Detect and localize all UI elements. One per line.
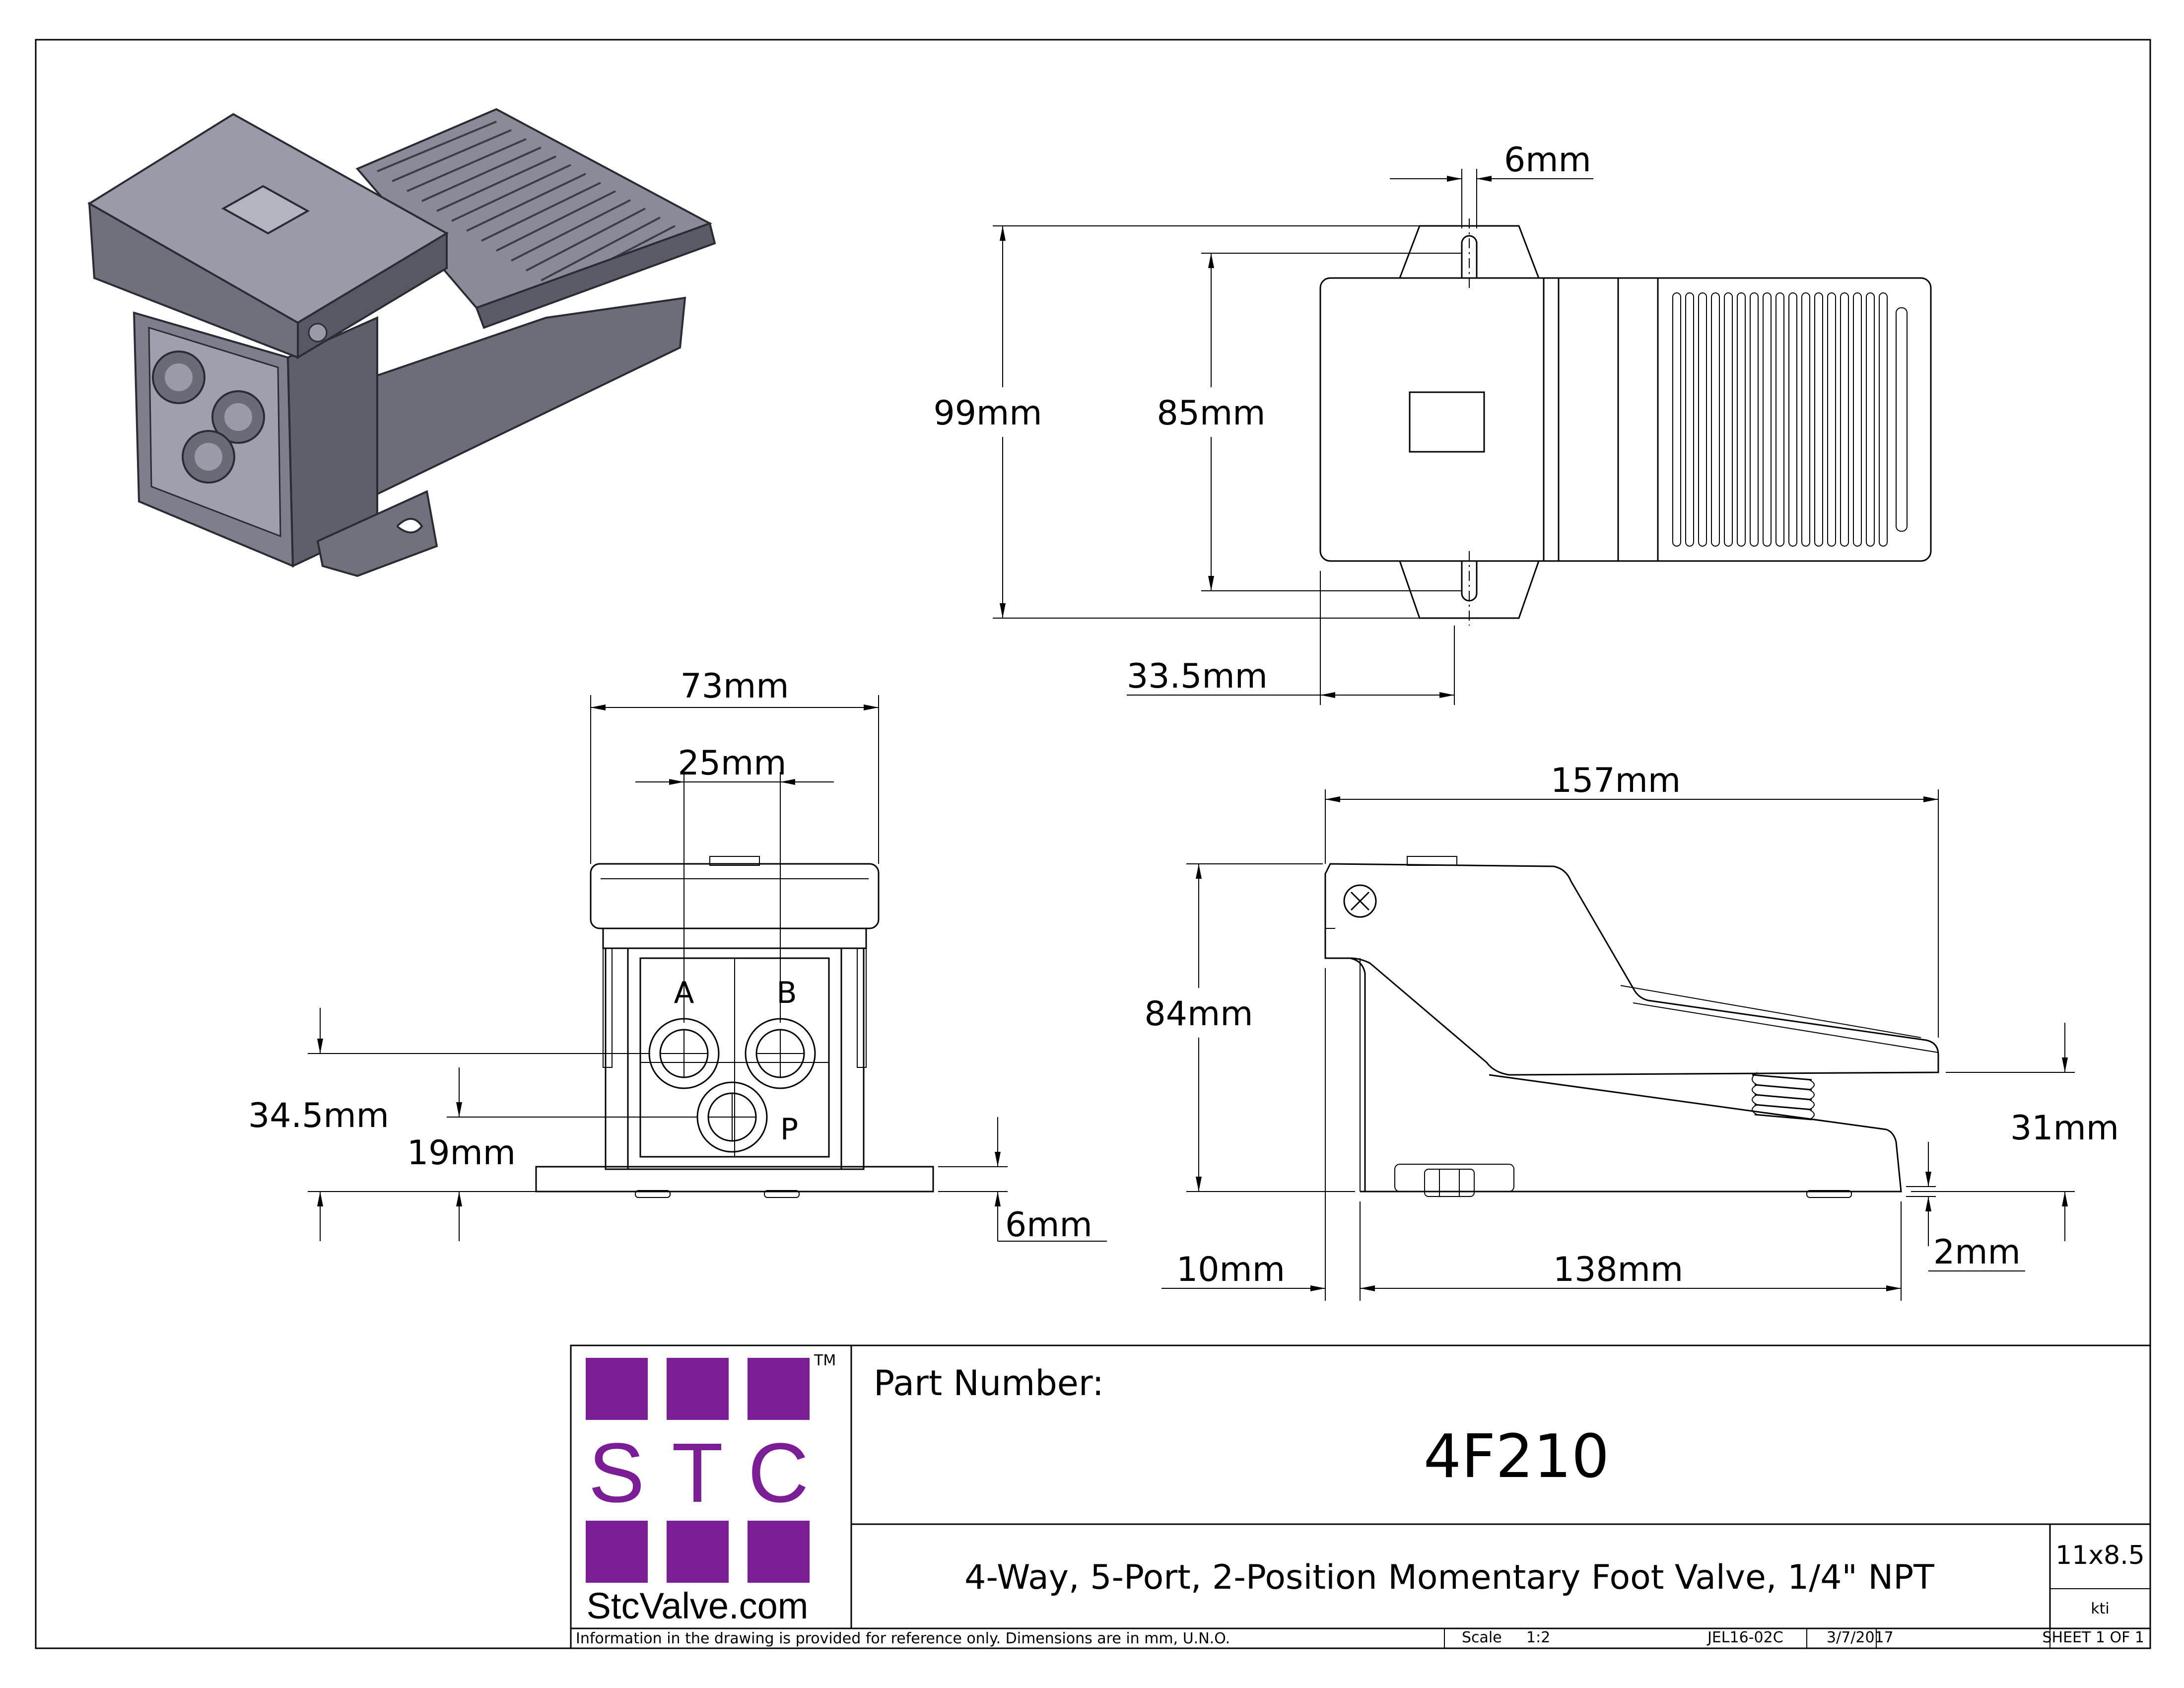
pedal-rib	[1672, 292, 1681, 547]
scale-value: 1:2	[1526, 1629, 1550, 1646]
sheet-size: 11x8.5	[2055, 1541, 2145, 1570]
pedal-rib	[1750, 292, 1759, 547]
top-view: 6mm 99mm 85mm 33.5mm	[933, 141, 1932, 705]
pedal-rib	[1698, 292, 1707, 547]
pedal-rib	[1737, 292, 1746, 547]
pedal-rib	[1879, 292, 1888, 547]
port-label-p: P	[780, 1112, 798, 1147]
pedal-rib	[1763, 292, 1772, 547]
pedal-rib	[1801, 292, 1810, 547]
part-description: 4-Way, 5-Port, 2-Position Momentary Foot…	[964, 1558, 1934, 1597]
pedal-rib	[1814, 292, 1823, 547]
disclaimer: Information in the drawing is provided f…	[576, 1630, 1230, 1647]
logo-trademark: TM	[814, 1352, 836, 1369]
pedal-rib	[1853, 292, 1862, 547]
front-view: A B P 73mm 25mm 34.5mm 19mm 6mm	[248, 667, 1107, 1245]
part-number-label: Part Number:	[874, 1363, 1104, 1404]
pedal-rib	[1788, 292, 1797, 547]
logo-letter-s: S	[588, 1426, 644, 1520]
dim-slot-width: 6mm	[1504, 141, 1591, 180]
dim-slot-offset: 33.5mm	[1127, 657, 1268, 696]
pedal-rib	[1724, 292, 1733, 547]
dim-base-thickness: 6mm	[1005, 1205, 1092, 1245]
pedal-rib	[1685, 292, 1694, 547]
dim-upper-port-height: 34.5mm	[248, 1096, 389, 1135]
dim-pedal-clearance: 2mm	[1933, 1233, 2021, 1272]
isometric-view	[87, 108, 716, 577]
dim-heel-offset: 10mm	[1176, 1250, 1285, 1289]
dim-overall-length: 157mm	[1551, 761, 1681, 800]
pedal-rib	[1775, 292, 1784, 547]
dim-port-spacing: 25mm	[678, 744, 786, 783]
dim-base-length: 138mm	[1553, 1250, 1683, 1289]
side-view: 157mm 84mm 31mm 10mm 138mm 2mm	[1144, 761, 2119, 1301]
drawing-date: 3/7/2017	[1827, 1629, 1894, 1646]
logo-letter-c: C	[748, 1426, 809, 1520]
pedal-rib	[1866, 292, 1875, 547]
pedal-rib	[1827, 292, 1836, 547]
logo-letter-t: T	[672, 1426, 723, 1520]
part-number: 4F210	[1424, 1422, 1609, 1491]
sheet-number: SHEET 1 OF 1	[2043, 1629, 2145, 1646]
drawing-number: JEL16-02C	[1706, 1629, 1783, 1646]
dim-lower-port-height: 19mm	[407, 1133, 516, 1173]
logo-url: StcValve.com	[587, 1585, 809, 1626]
stc-logo: S T C TM StcValve.com	[586, 1352, 836, 1626]
dim-overall-height: 99mm	[933, 394, 1042, 433]
pedal-rib	[1840, 292, 1849, 547]
pedal-rib	[1711, 292, 1720, 547]
dim-overall-height-side: 84mm	[1144, 994, 1253, 1034]
dim-overall-width: 73mm	[680, 667, 789, 706]
port-label-b: B	[776, 976, 797, 1010]
dim-pedal-height: 31mm	[2010, 1109, 2119, 1148]
dim-mount-spacing: 85mm	[1157, 394, 1265, 433]
scale-label: Scale	[1462, 1629, 1502, 1646]
drawn-by: kti	[2091, 1600, 2109, 1618]
title-block: S T C TM StcValve.com Part Number: 4F210…	[570, 1344, 2151, 1649]
